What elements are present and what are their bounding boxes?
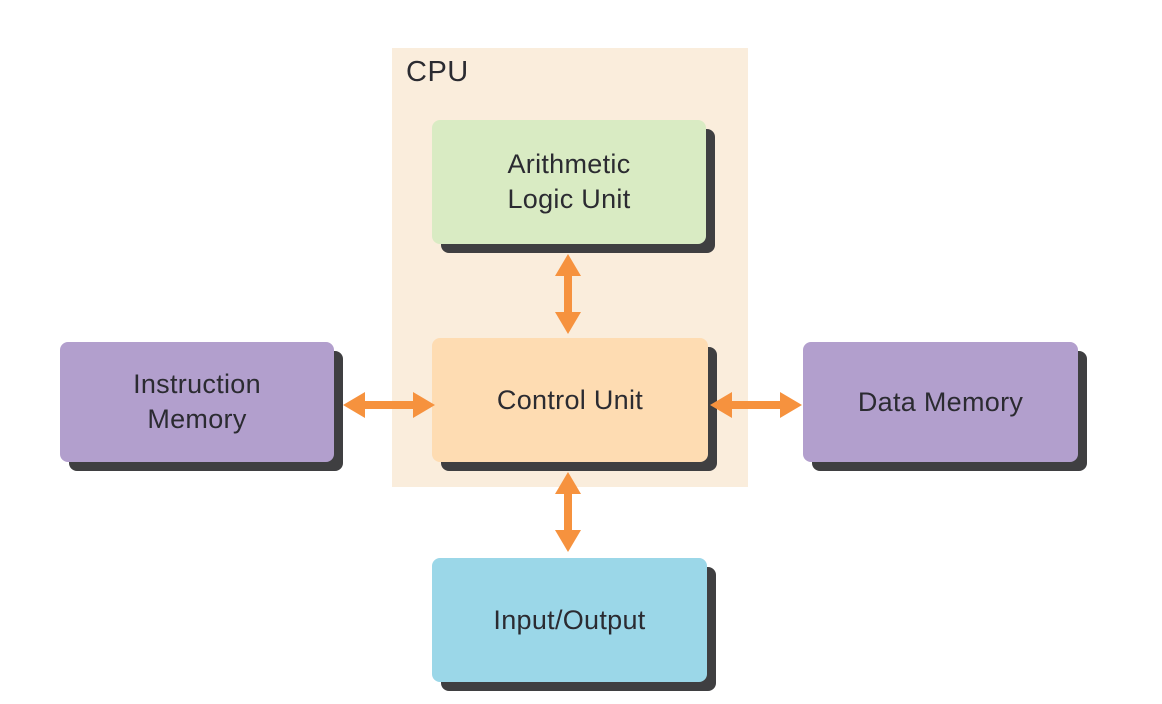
node-data-memory-label: Data Memory [857,386,1024,417]
arrow-control-data-memory-bidirectional-icon [710,392,802,418]
arrow-alu-control-bidirectional-icon [555,254,581,334]
node-instruction-memory-label: Instruction Memory [133,369,261,434]
node-arithmetic-logic-unit: Arithmetic Logic Unit [432,120,706,244]
node-data-memory: Data Memory [803,342,1078,462]
node-control-unit-label: Control Unit [496,384,644,415]
node-arithmetic-logic-unit-label: Arithmetic Logic Unit [507,149,631,214]
cpu-label: CPU [406,56,469,88]
node-input-output: Input/Output [432,558,707,682]
node-control-unit: Control Unit [432,338,708,462]
arrow-instruction-memory-control-bidirectional-icon [343,392,435,418]
arrow-control-io-bidirectional-icon [555,472,581,552]
node-instruction-memory: Instruction Memory [60,342,334,462]
node-input-output-label: Input/Output [493,604,646,635]
